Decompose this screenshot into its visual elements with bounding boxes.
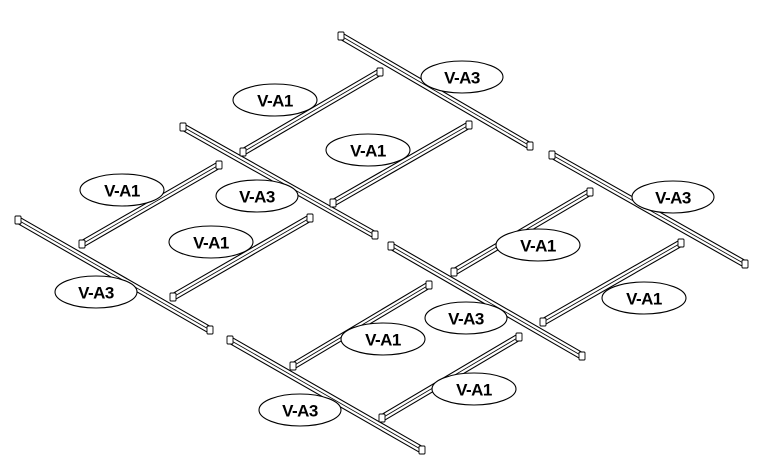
tag-ellipse — [424, 301, 508, 335]
part-tag-7: V-A3 — [631, 180, 715, 214]
part-tag-10: V-A1 — [601, 281, 687, 315]
tag-label: V-A3 — [444, 69, 480, 88]
part-tag-9: V-A3 — [54, 275, 138, 309]
tag-ellipse — [54, 275, 138, 309]
tag-label: V-A1 — [365, 331, 401, 350]
part-tag-12: V-A1 — [340, 322, 426, 356]
part-tag-6: V-A1 — [168, 225, 254, 259]
part-tag-11: V-A3 — [424, 301, 508, 335]
tag-label: V-A3 — [239, 188, 275, 207]
tag-label: V-A3 — [655, 189, 691, 208]
tag-ellipse — [631, 180, 715, 214]
tag-ellipse — [79, 173, 165, 207]
rail-short-rail-12 — [539, 238, 685, 327]
part-tag-3: V-A1 — [325, 133, 411, 167]
rail-short-rail-8 — [329, 120, 473, 208]
part-tag-5: V-A3 — [215, 179, 299, 213]
tag-ellipse — [340, 322, 426, 356]
tag-ellipse — [431, 372, 517, 406]
tag-ellipse — [420, 60, 504, 94]
tag-label: V-A3 — [78, 284, 114, 303]
rails-layer — [14, 31, 749, 455]
tag-label: V-A3 — [448, 310, 484, 329]
tag-ellipse — [215, 179, 299, 213]
rail-long-rail-5 — [387, 241, 586, 361]
rail-short-rail-9 — [78, 160, 223, 249]
part-tag-2: V-A3 — [420, 60, 504, 94]
rail-short-rail-7 — [239, 67, 384, 157]
tag-ellipse — [168, 225, 254, 259]
tag-label: V-A1 — [626, 290, 662, 309]
rail-long-rail-4 — [14, 215, 214, 335]
rail-long-rail-6 — [226, 335, 426, 455]
part-tag-14: V-A1 — [431, 372, 517, 406]
rail-long-rail-2 — [179, 122, 379, 240]
tag-label: V-A3 — [282, 402, 318, 421]
tag-ellipse — [495, 228, 581, 262]
part-tag-1: V-A1 — [232, 83, 318, 117]
tag-label: V-A1 — [520, 237, 556, 256]
part-tag-8: V-A1 — [495, 228, 581, 262]
tag-label: V-A1 — [257, 92, 293, 111]
tag-ellipse — [258, 393, 342, 427]
rail-short-rail-10 — [169, 213, 314, 302]
tag-label: V-A1 — [350, 142, 386, 161]
tag-ellipse — [601, 281, 687, 315]
tag-ellipse — [325, 133, 411, 167]
part-tag-13: V-A3 — [258, 393, 342, 427]
tag-ellipse — [232, 83, 318, 117]
tag-label: V-A1 — [456, 381, 492, 400]
part-tag-4: V-A1 — [79, 173, 165, 207]
tag-label: V-A1 — [193, 234, 229, 253]
rail-long-rail-1 — [337, 31, 534, 151]
tag-label: V-A1 — [104, 182, 140, 201]
